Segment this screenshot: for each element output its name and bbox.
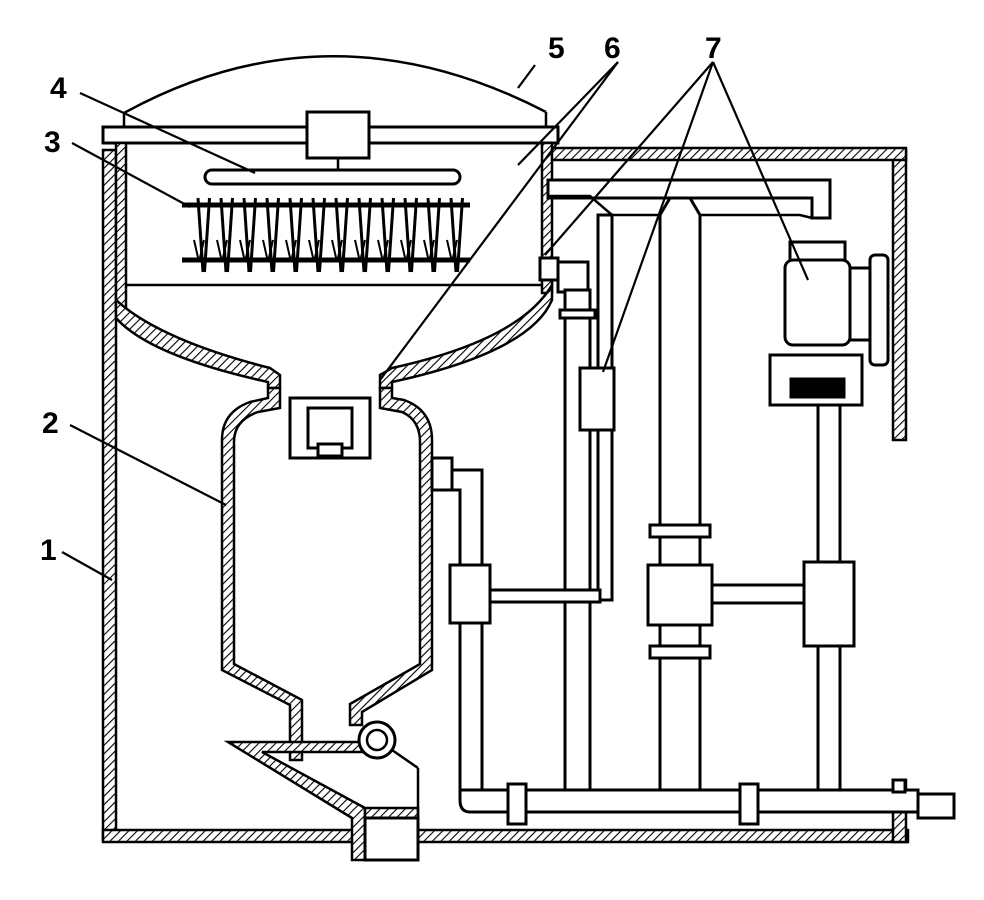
rack-tine-tip [400,239,412,263]
rack-tine-tip [446,239,458,263]
rack-tine [426,197,435,273]
wash-tank [101,55,560,390]
rack-tine [433,197,441,273]
collection-tank [220,386,434,862]
dome-lid [123,55,547,115]
rack-tine [341,197,349,273]
rack-tine [410,197,418,273]
flow-sensor [578,366,616,432]
rack-tine [318,197,326,273]
label-5: 5 [548,32,565,65]
rack-tine [357,197,366,273]
rack-tine [449,197,458,273]
rack-tine [334,197,343,273]
rack-tine-tip [216,239,228,263]
label-6: 6 [604,32,621,65]
rack-tine [380,197,389,273]
label-4: 4 [50,72,67,105]
rack-tine-tip [423,239,435,263]
rack-tine [364,197,372,273]
rack-tine-tip [308,239,320,263]
lid-hub [305,110,371,160]
rack-tine [403,197,412,273]
rack-tine [265,197,274,273]
rack-tine-tip [285,239,297,263]
piping-system [430,178,956,826]
rack-tine [219,197,228,273]
rack-tine [288,197,297,273]
leader-lines [61,61,810,581]
rack-tine-tip [377,239,389,263]
pump-valve-left [448,563,492,625]
rack-tine-tip [262,239,274,263]
dish-rack [182,197,470,273]
rack-tine-tip [331,239,343,263]
spray-arm [203,158,462,186]
rack-tine-tip [354,239,366,263]
label-1: 1 [40,534,57,567]
rack-tine [456,197,464,273]
label-2: 2 [42,407,59,440]
label-3: 3 [44,126,61,159]
rack-tine [387,197,395,273]
pump-valve-right [802,560,856,648]
rack-tine-tip [193,239,205,263]
part-labels: 1 2 3 4 5 6 7 [40,32,722,567]
rack-tine [272,197,280,273]
rack-tine [311,197,320,273]
rack-tine [295,197,303,273]
motor-pulley [868,253,890,367]
pump-motor [783,258,852,347]
main-pipe-valve [646,563,714,627]
rack-tine-tip [239,239,251,263]
rack-tine [203,197,211,273]
label-7: 7 [705,32,722,65]
drain-valve [357,720,397,760]
rack-tine [226,197,234,273]
rack-tine [249,197,257,273]
rack-tine [242,197,251,273]
rack-tine [196,197,205,273]
